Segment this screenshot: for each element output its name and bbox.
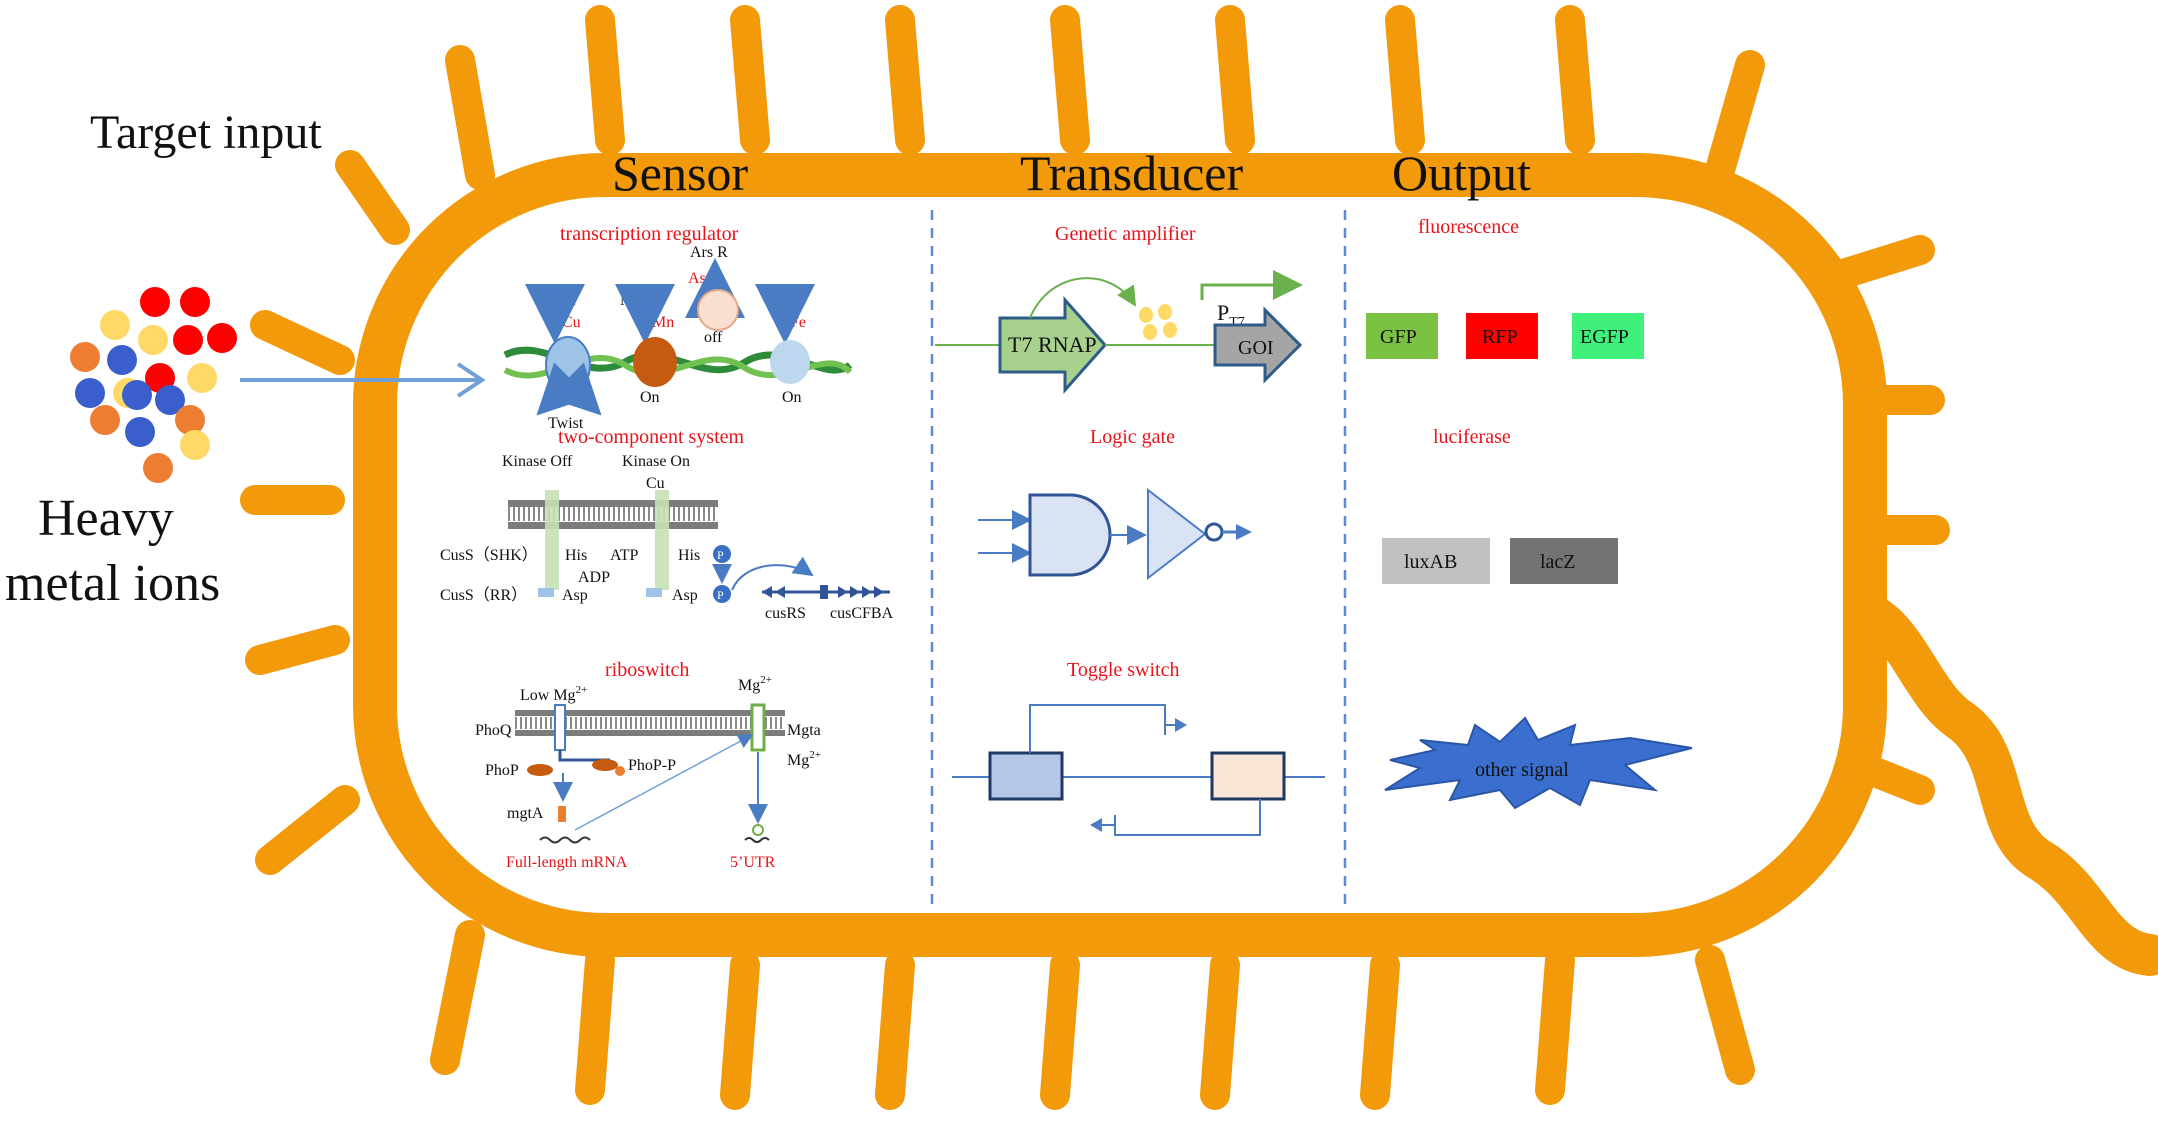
off-label: off xyxy=(704,329,723,346)
other-signal-burst xyxy=(1384,716,1693,810)
sensor-header: Sensor xyxy=(612,145,748,201)
rfp-label: RFP xyxy=(1482,326,1518,348)
flagellum xyxy=(1819,588,2158,976)
transcription-regulator-title: transcription regulator xyxy=(560,223,739,245)
low-mg-label: Low Mg2+ xyxy=(520,684,587,704)
phop-p-label: PhoP-P xyxy=(628,757,676,774)
phoq-label: PhoQ xyxy=(475,722,512,739)
t7-rnap-label: T7 RNAP xyxy=(1008,332,1097,357)
his-label-2: His xyxy=(678,547,700,564)
genetic-amplifier-title: Genetic amplifier xyxy=(1055,223,1196,245)
toggle-switch-diagram xyxy=(952,704,1325,836)
cue-r-label: Cue R xyxy=(535,292,576,309)
phosphate-icon-2 xyxy=(713,585,731,603)
mg-right-label: Mg2+ xyxy=(787,749,821,769)
mgta-protein-label: Mgta xyxy=(787,722,821,739)
fe-label: Fe xyxy=(790,314,806,331)
two-component-title: two-component system xyxy=(558,426,745,448)
fur-label: Fur xyxy=(768,292,791,309)
phosphate-icon xyxy=(713,545,731,563)
output-header: Output xyxy=(1392,145,1531,201)
mgta-protein xyxy=(750,703,766,752)
target-input-label: Target input xyxy=(90,106,322,159)
svg-text:P: P xyxy=(717,548,724,562)
cu-label-2: Cu xyxy=(646,475,665,492)
cuss-rr-label: CusS（RR） xyxy=(440,586,527,604)
goi-gene xyxy=(1213,306,1303,384)
full-length-mrna-label: Full-length mRNA xyxy=(506,854,628,871)
as-label: As xyxy=(688,270,706,287)
metal-ion-cluster xyxy=(70,287,237,483)
luxab-box xyxy=(1382,538,1490,584)
ars-r-protein xyxy=(697,289,739,331)
cuscfba-label: cusCFBA xyxy=(830,605,894,622)
on-label-1: On xyxy=(640,389,660,406)
luciferase-title: luciferase xyxy=(1433,426,1511,448)
goi-label: GOI xyxy=(1238,337,1274,359)
cell-pili xyxy=(240,5,1950,1110)
riboswitch-title: riboswitch xyxy=(605,659,689,681)
atp-label: ATP xyxy=(610,547,639,564)
metal-ions-label: metal ions xyxy=(5,555,220,612)
cu-label: Cu xyxy=(562,314,581,331)
adp-label: ADP xyxy=(578,569,610,586)
egfp-label: EGFP xyxy=(1580,326,1629,348)
cusrs-label: cusRS xyxy=(765,605,806,622)
toggle-switch-title: Toggle switch xyxy=(1067,659,1179,681)
transducer-header: Transducer xyxy=(1020,145,1243,201)
svg-text:P: P xyxy=(717,588,724,602)
mgta-label: mgtA xyxy=(507,805,544,822)
t7-rnap-gene xyxy=(998,296,1108,394)
ars-r-label: Ars R xyxy=(690,244,728,261)
cuss-shk-label: CusS（SHK） xyxy=(440,546,538,564)
asp-label-1: Asp xyxy=(562,587,588,604)
cue-r-protein xyxy=(545,336,591,394)
not-gate xyxy=(1147,487,1252,581)
luxab-label: luxAB xyxy=(1404,551,1457,573)
fur-protein xyxy=(770,340,810,384)
asp-label-2: Asp xyxy=(672,587,698,604)
phop-label: PhoP xyxy=(485,762,519,779)
kinase-off-label: Kinase Off xyxy=(502,453,573,470)
kinase-off-protein xyxy=(545,490,559,590)
heavy-label: Heavy xyxy=(38,490,174,547)
other-signal-label: other signal xyxy=(1475,759,1569,781)
t7-rnap-molecules xyxy=(1139,304,1177,340)
on-label-2: On xyxy=(782,389,802,406)
utr-label: 5’UTR xyxy=(730,854,776,871)
and-gate xyxy=(978,493,1147,577)
rfp-box xyxy=(1466,313,1538,359)
his-label-1: His xyxy=(565,547,587,564)
logic-gate-title: Logic gate xyxy=(1090,426,1175,448)
kinase-on-label: Kinase On xyxy=(622,453,690,470)
kinase-on-protein xyxy=(655,490,669,590)
egfp-box xyxy=(1572,313,1644,359)
gfp-box xyxy=(1366,313,1438,359)
mnt-r-protein xyxy=(633,337,677,387)
membrane-bilayer xyxy=(508,500,718,529)
cus-operon xyxy=(762,585,890,599)
lacz-label: lacZ xyxy=(1540,551,1576,573)
phoq-protein xyxy=(554,704,566,751)
fluorescence-title: fluorescence xyxy=(1418,216,1519,238)
mn-label: Mn xyxy=(652,314,674,331)
gfp-label: GFP xyxy=(1380,326,1417,348)
lacz-box xyxy=(1510,538,1618,584)
mnt-r-label: Mnt R xyxy=(620,292,662,309)
mg-top-label: Mg2+ xyxy=(738,674,772,694)
twist-label: Twist xyxy=(548,415,584,432)
